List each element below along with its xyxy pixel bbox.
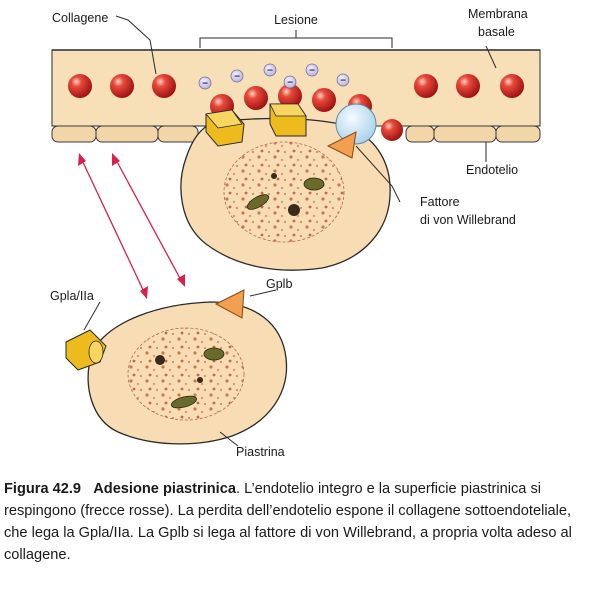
endothelium-right (405, 125, 541, 143)
label-membrana-basale-1: Membrana (468, 7, 528, 21)
collagen-spheres (68, 74, 524, 141)
platelet-adherent (180, 117, 391, 271)
label-endotelio: Endotelio (466, 163, 518, 177)
svg-text:−: − (234, 72, 240, 83)
leader-lines (83, 15, 497, 447)
svg-text:−: − (267, 66, 273, 77)
label-piastrina: Piastrina (236, 445, 285, 459)
figure-caption: Figura 42.9 Adesione piastrinica. L’endo… (4, 478, 590, 566)
gplb-receptor-free (214, 289, 245, 319)
svg-text:−: − (202, 79, 208, 90)
label-fattore-vw-1: Fattore (420, 195, 460, 209)
caption-text: . L’endotelio integro e la superficie pi… (4, 481, 572, 563)
label-gplb: Gplb (266, 277, 292, 291)
label-fattore-vw-2: di von Willebrand (420, 213, 516, 227)
charge-icon (263, 63, 277, 77)
charge-symbols: − − − − − − (202, 66, 346, 90)
label-lesione: Lesione (274, 13, 318, 27)
figure-number: Figura 42.9 (4, 481, 82, 497)
lesione-bracket (199, 30, 393, 48)
gpla-iia-receptor-bound-left (205, 109, 245, 147)
charge-icon (305, 63, 319, 77)
platelet-adhesion-diagram: − − − − − − (50, 7, 541, 459)
gpla-iia-receptor-bound-right (269, 103, 307, 137)
gpla-iia-receptor-free (65, 329, 107, 371)
charge-icon (336, 73, 350, 87)
charge-icon (230, 69, 244, 83)
charge-icon (283, 75, 297, 89)
negative-charges (198, 63, 350, 90)
platelet-free (87, 301, 288, 445)
label-collagene: Collagene (52, 11, 108, 25)
endothelium-left (51, 125, 199, 143)
gplb-receptor-bound (326, 131, 357, 159)
svg-text:−: − (340, 76, 346, 87)
label-membrana-basale-2: basale (478, 25, 515, 39)
von-willebrand-factor (335, 103, 377, 145)
figure-title: Adesione piastrinica (93, 481, 236, 497)
charge-icon (198, 76, 212, 90)
repulsion-arrows (78, 153, 185, 299)
svg-text:−: − (309, 66, 315, 77)
label-gpla-iia: Gpla/IIa (50, 289, 94, 303)
svg-text:−: − (287, 78, 293, 89)
